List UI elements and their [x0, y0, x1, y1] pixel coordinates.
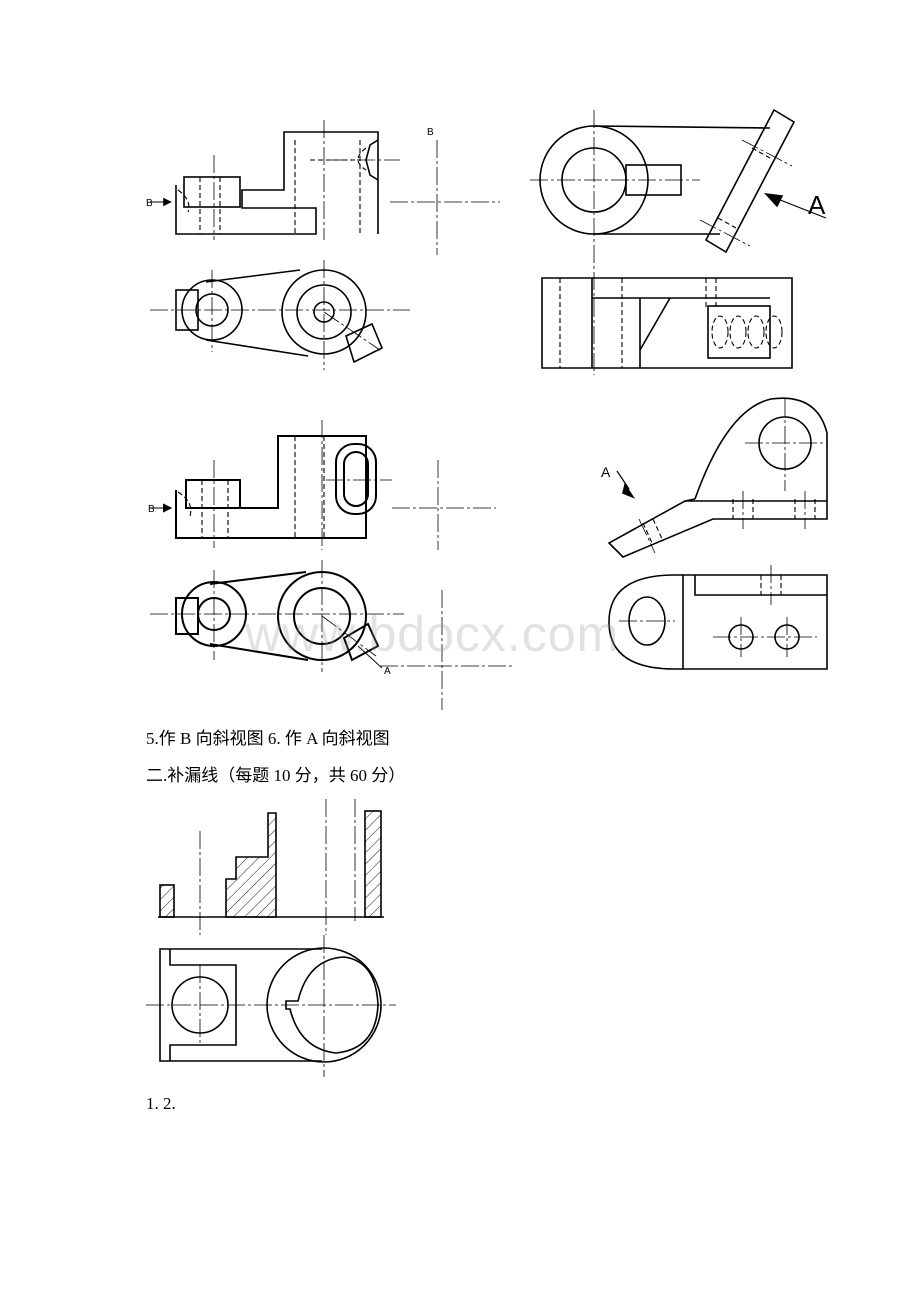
section-heading: 二.补漏线（每题 10 分，共 60 分） [146, 766, 406, 785]
caption-5-6: 5.作 B 向斜视图 6. 作 A 向斜视图 [146, 729, 390, 748]
fig1-b-top-label: B [427, 127, 434, 138]
figure-5-drawing [146, 799, 396, 1077]
figure-2-drawing: A [530, 108, 827, 375]
fig2-a-label: A [808, 190, 826, 220]
fig3-a-label: A [384, 666, 391, 677]
figure-3-drawing: B A [148, 420, 514, 710]
figure-4-drawing: A [601, 397, 828, 670]
fig4-a-label: A [601, 464, 611, 480]
fig1-b-left-label: B [146, 198, 153, 209]
front-outline [175, 131, 379, 235]
caption-1-2: 1. 2. [146, 1094, 176, 1113]
figure-1-drawing: B B [146, 120, 500, 370]
fig3-b-left-label: B [148, 504, 155, 515]
watermark: www.bdocx.com [245, 606, 620, 662]
boss-small [183, 176, 241, 208]
